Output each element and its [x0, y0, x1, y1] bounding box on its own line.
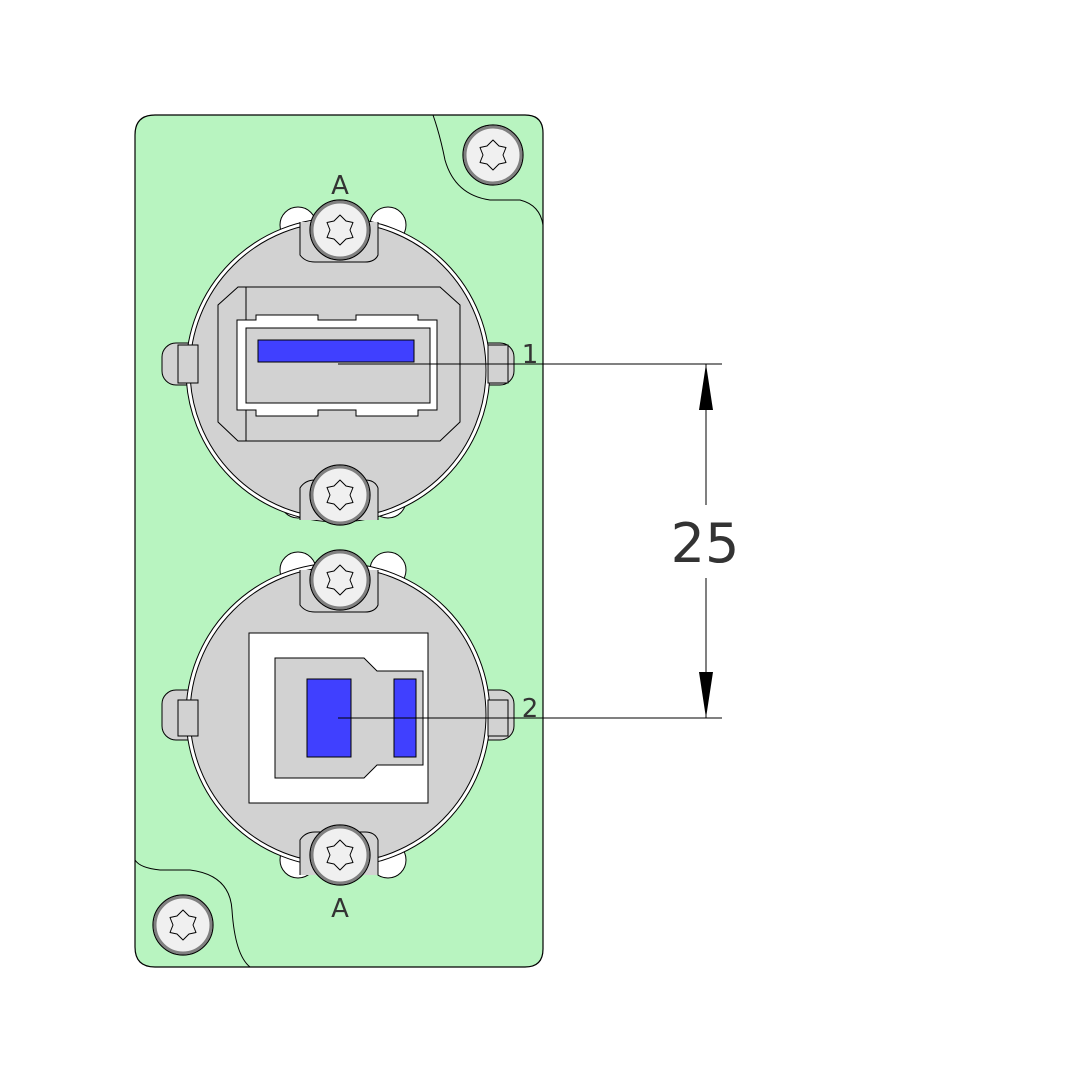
- arrow-up-icon: [699, 364, 713, 410]
- marker-a-bottom: A: [331, 894, 349, 924]
- screw-4: [308, 823, 372, 887]
- dimension-value: 25: [671, 512, 740, 575]
- corner-screw-bottom-left: [151, 893, 215, 957]
- callout-2: 2: [522, 694, 539, 724]
- usb-a-contact: [257, 339, 415, 363]
- screw-3: [308, 548, 372, 612]
- callout-1: 1: [522, 340, 539, 370]
- arrow-down-icon: [699, 672, 713, 718]
- usb-a-connector: [161, 206, 515, 523]
- corner-screw-top-right: [461, 123, 525, 187]
- screw-2: [308, 463, 372, 527]
- marker-a-top: A: [331, 171, 349, 201]
- dimension-line: [699, 364, 713, 718]
- screw-1: [308, 198, 372, 262]
